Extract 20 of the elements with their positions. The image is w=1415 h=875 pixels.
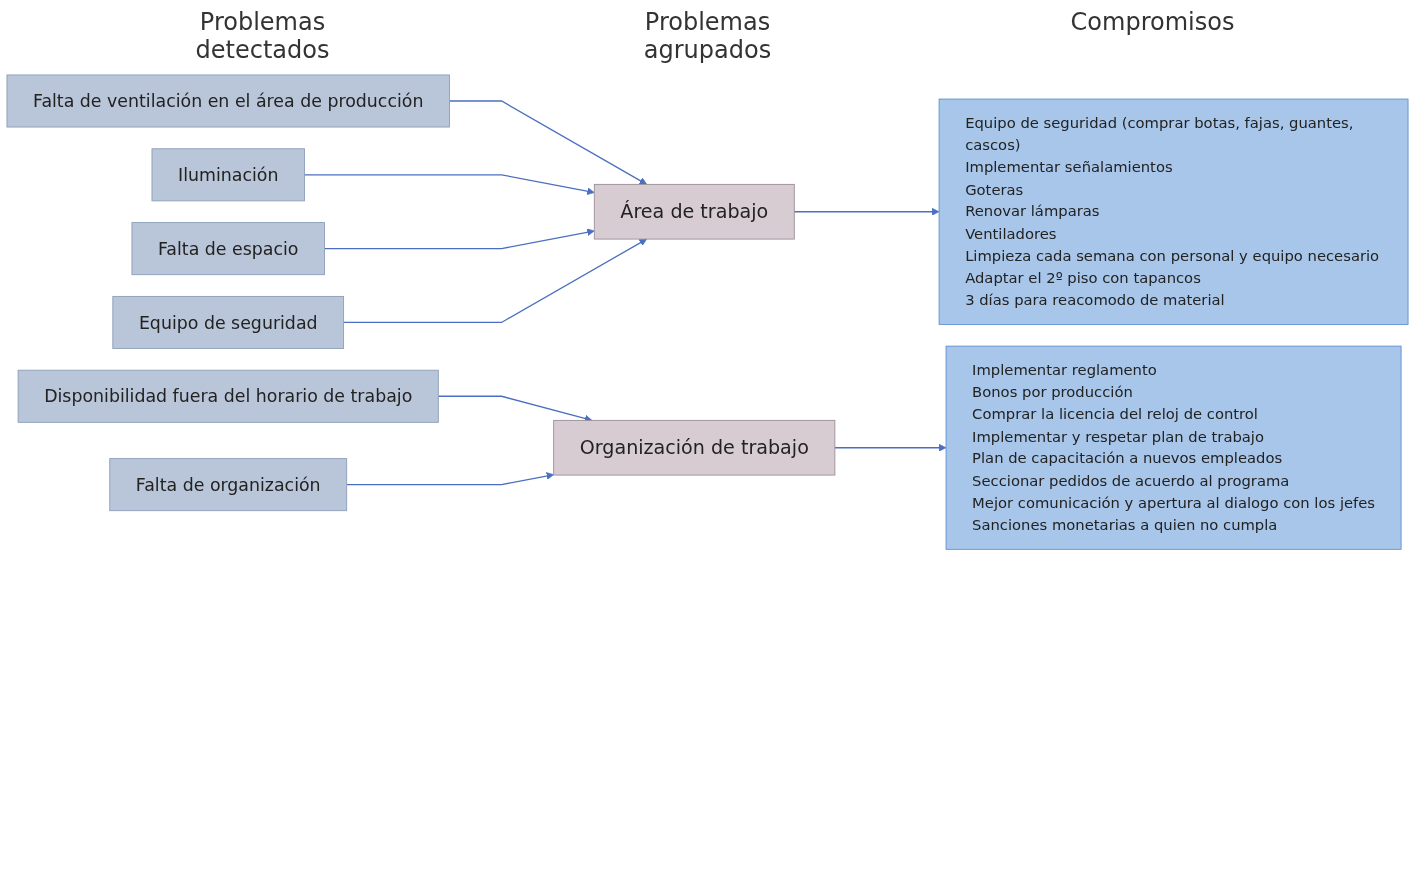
- arrow: [342, 238, 647, 324]
- arrow: [834, 443, 947, 452]
- node-box: Disponibilidad fuera del horario de trabajo: [17, 369, 439, 423]
- column-heading: Problemas agrupados: [642, 8, 773, 66]
- node-box: Falta de espacio: [131, 222, 325, 276]
- node-box: Implementar reglamento Bonos por producción Comprar la licencia del reloj de control Implementar y respetar plan de trabajo Plan de capacitación a nuevos empleados Seccionar pedidos de acuerdo al programa Mejor comunicación y apertura al dialogo con los jefes Sanciones monetarias a quien no cumpla: [945, 345, 1402, 550]
- node-box: Área de trabajo: [593, 183, 795, 240]
- column-heading: Problemas detectados: [194, 8, 331, 66]
- node-box: Equipo de seguridad: [112, 295, 345, 349]
- column-heading: Compromisos: [1069, 8, 1236, 38]
- arrow: [448, 100, 647, 185]
- arrow: [793, 207, 940, 216]
- node-box: Falta de ventilación en el área de producción: [6, 74, 450, 128]
- arrow: [303, 174, 595, 196]
- node-box: Equipo de seguridad (comprar botas, fajas, guantes, cascos) Implementar señalamientos Goteras Renovar lámparas Ventiladores Limpieza cada semana con personal y equipo necesario Adaptar el 2º piso con tapancos 3 días para reacomodo de material: [938, 98, 1409, 325]
- node-box: Falta de organización: [109, 458, 348, 512]
- arrow: [346, 472, 555, 486]
- node-box: Iluminación: [151, 148, 305, 202]
- node-box: Organización de trabajo: [553, 419, 836, 476]
- arrow: [323, 228, 595, 250]
